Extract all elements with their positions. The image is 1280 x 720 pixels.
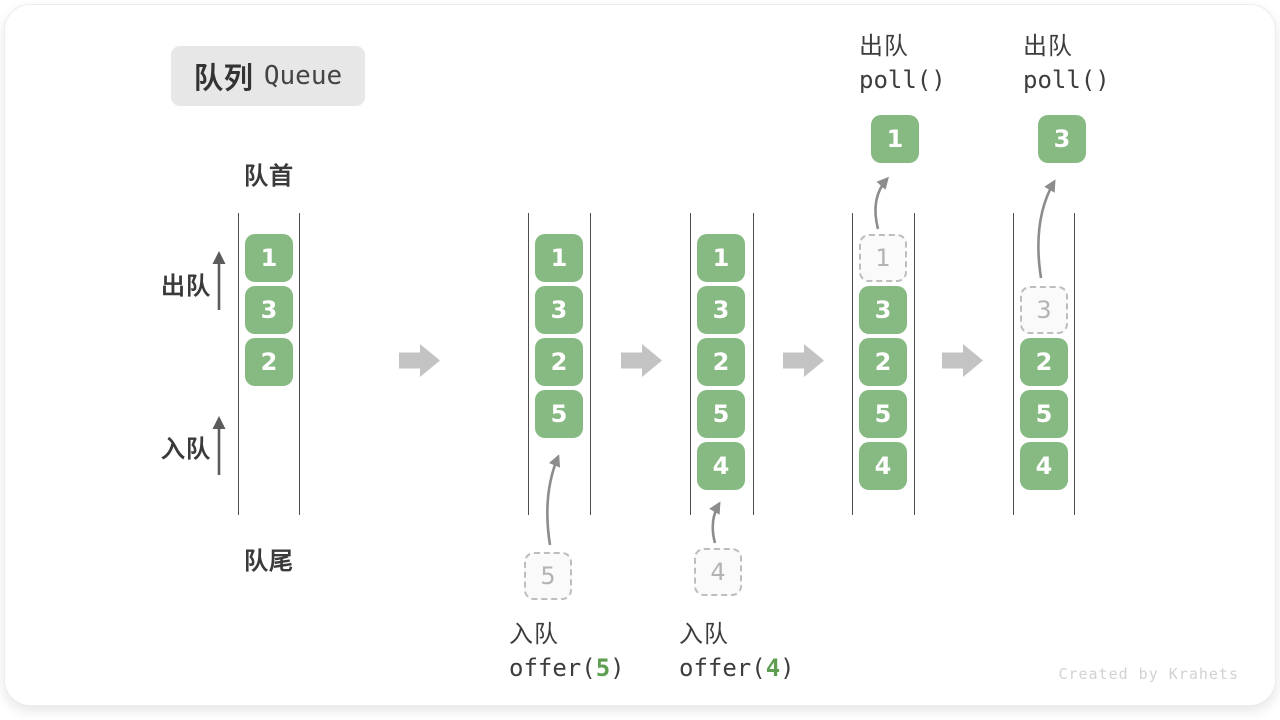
queue-cell: 2 <box>245 338 293 386</box>
queue-cell: 5 <box>697 390 745 438</box>
queue-cell: 5 <box>1020 390 1068 438</box>
code-prefix: offer( <box>679 654 766 682</box>
poll-result-cell: 3 <box>1038 115 1086 163</box>
code-arg: 4 <box>765 654 781 682</box>
title-box: 队列 Queue <box>171 46 365 106</box>
code-suffix: ) <box>610 654 625 682</box>
queue-cell: 3 <box>697 286 745 334</box>
op-label-zh: 入队 <box>679 620 729 648</box>
dequeue-side-label: 出队 <box>161 272 211 300</box>
step-arrow-icon <box>783 344 824 377</box>
code-arg: 5 <box>595 654 611 682</box>
queue-cell: 4 <box>697 442 745 490</box>
title-zh: 队列 <box>193 61 254 95</box>
queue-cell: 3 <box>245 286 293 334</box>
step-arrow-icon <box>942 344 983 377</box>
queue-cell: 2 <box>859 338 907 386</box>
queue-cell: 3 <box>535 286 583 334</box>
queue-state-5: 3 2 5 4 <box>1013 213 1075 515</box>
poll-code: poll() <box>859 66 946 94</box>
queue-state-4: 1 3 2 5 4 <box>852 213 915 515</box>
queue-cell: 1 <box>245 234 293 282</box>
enqueue-side-label: 入队 <box>161 435 211 463</box>
removed-cell: 1 <box>859 234 907 282</box>
queue-cell: 1 <box>697 234 745 282</box>
code-prefix: offer( <box>509 654 596 682</box>
queue-cell: 5 <box>859 390 907 438</box>
offer-code: offer(5) <box>509 651 625 685</box>
queue-state-3: 1 3 2 5 4 <box>690 213 754 515</box>
poll-result-cell: 1 <box>871 115 919 163</box>
queue-cell: 3 <box>859 286 907 334</box>
offer-code: offer(4) <box>679 651 795 685</box>
queue-rear-label: 队尾 <box>244 547 294 575</box>
queue-state-2: 1 3 2 5 <box>528 213 591 515</box>
op-label-zh: 出队 <box>1023 32 1073 60</box>
incoming-cell: 5 <box>524 552 572 600</box>
op-label-zh: 入队 <box>509 620 559 648</box>
queue-cell: 2 <box>1020 338 1068 386</box>
queue-state-1: 1 3 2 <box>238 213 300 515</box>
queue-front-label: 队首 <box>244 162 294 190</box>
queue-cell: 1 <box>535 234 583 282</box>
watermark: Created by Krahets <box>1058 665 1239 683</box>
removed-cell: 3 <box>1020 286 1068 334</box>
incoming-cell: 4 <box>694 548 742 596</box>
queue-cell: 4 <box>859 442 907 490</box>
step-arrow-icon <box>621 344 662 377</box>
title-en: Queue <box>263 61 343 91</box>
enqueue-operation-label: 入队 offer(5) <box>509 617 625 685</box>
dequeue-operation-label: 出队 poll() <box>859 29 946 97</box>
code-suffix: ) <box>780 654 795 682</box>
step-arrow-icon <box>399 344 440 377</box>
queue-cell: 4 <box>1020 442 1068 490</box>
dequeue-operation-label: 出队 poll() <box>1023 29 1110 97</box>
queue-cell: 2 <box>697 338 745 386</box>
queue-cell: 5 <box>535 390 583 438</box>
diagram-canvas: 队列 Queue 队首 队尾 出队 入队 <box>4 4 1276 706</box>
queue-cell: 2 <box>535 338 583 386</box>
enqueue-operation-label: 入队 offer(4) <box>679 617 795 685</box>
arrows-overlay <box>212 176 1056 546</box>
poll-code: poll() <box>1023 66 1110 94</box>
op-label-zh: 出队 <box>859 32 909 60</box>
